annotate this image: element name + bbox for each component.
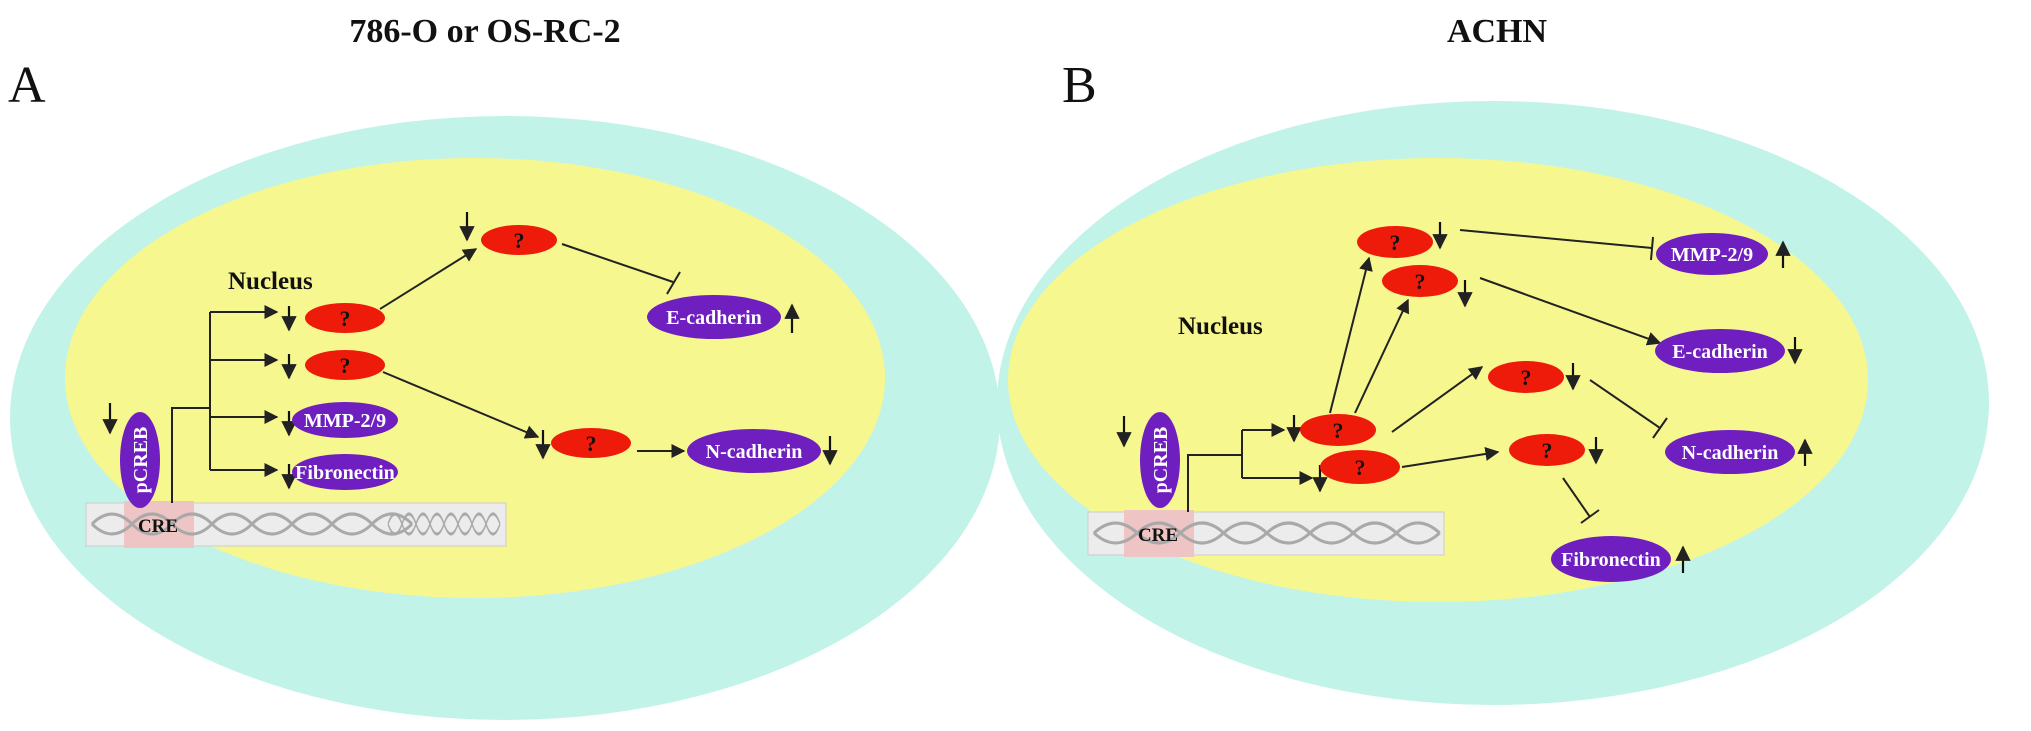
panel-a-mmp-label: MMP-2/9 [304,410,386,432]
panel-b-unknown-node-6 [1509,434,1585,466]
panel-a-nucleus-label: Nucleus [228,268,313,295]
panel-b-unknown-label-5: ? [1521,365,1532,390]
panel-a-unknown-label-1: ? [340,306,351,331]
panel-b-inhibit-line-mmp [1459,229,1653,249]
panel-b-cre-label: CRE [1138,525,1178,546]
panel-a-pcreb-label: pCREB [130,427,152,494]
panel-a-ecadherin-node [647,295,781,339]
panel-b-title: ACHN [1447,13,1548,50]
panel-a-title: 786-O or OS-RC-2 [349,13,620,50]
panel-b-unknown-label-6: ? [1542,438,1553,463]
panel-b-arrow-q1-q5 [1391,366,1484,433]
panel-b-inhibit-line-ncad [1589,379,1661,429]
panel-b: ACHN B Nucleus CRE pCREB ? ? [997,13,1989,705]
panel-b-arrow-q1-q4 [1354,298,1409,414]
panel-b-mmp-label: MMP-2/9 [1671,244,1753,266]
panel-a-unknown-label-4: ? [586,431,597,456]
panel-b-unknown-label-3: ? [1390,230,1401,255]
panel-b-fibronectin-label: Fibronectin [1561,549,1661,571]
panel-b-unknown-label-2: ? [1355,455,1366,480]
panel-a-pcreb-node [120,412,160,508]
panel-b-pcreb-node [1140,412,1180,508]
panel-b-unknown-label-1: ? [1333,418,1344,443]
panel-b-mmp-node [1656,233,1768,275]
panel-a-fibronectin-label: Fibronectin [295,462,395,484]
panel-a-unknown-node-3 [481,225,557,255]
panel-a-unknown-label-2: ? [340,353,351,378]
panel-b-arrow-q1-q3 [1329,256,1373,414]
panel-a: 786-O or OS-RC-2 A Nucleus CRE pCREB [8,13,1000,720]
panel-a-branch-lines [171,305,279,503]
panel-b-unknown-node-1 [1300,414,1376,446]
panel-b-unknown-node-5 [1488,361,1564,393]
panel-b-unknown-node-3 [1357,226,1433,258]
panel-b-unknown-node-4 [1382,265,1458,297]
panel-b-inhibit-bar-ncad [1652,417,1668,439]
panel-a-nucleus [65,158,885,598]
panel-b-ecadherin-label: E-cadherin [1672,341,1768,363]
panel-b-pcreb-label: pCREB [1150,427,1172,494]
panel-b-inhibit-line-fibronectin [1562,477,1591,518]
panel-b-ncadherin-label: N-cadherin [1682,442,1779,464]
panel-a-unknown-node-4 [551,428,631,458]
panel-a-dna: CRE [85,501,507,548]
panel-a-letter: A [8,57,46,114]
panel-b-fibronectin-node [1551,536,1671,582]
panel-b-ecadherin-node [1655,329,1785,373]
panel-a-ncadherin-label: N-cadherin [706,441,803,463]
panel-b-dna: CRE [1087,510,1445,557]
panel-a-fibronectin-node [292,454,398,490]
panel-a-cre-highlight [124,501,194,548]
panel-b-ncadherin-node [1665,430,1795,474]
panel-a-cre-label: CRE [138,516,178,537]
panel-a-ncadherin-node [687,429,821,473]
panel-a-unknown-node-1 [305,303,385,333]
panel-b-nucleus-label: Nucleus [1178,313,1263,340]
panel-a-ecadherin-label: E-cadherin [666,307,762,329]
panel-a-unknown-label-3: ? [514,228,525,253]
panel-a-unknown-node-2 [305,350,385,380]
panel-a-arrow-q1-q3 [379,248,478,310]
panel-b-arrow-q4-ecad [1479,277,1662,346]
panel-a-inhibit-bar-ecad [666,271,681,295]
panel-a-arrow-q2-q4 [382,371,540,439]
panel-b-inhibit-bar-mmp [1650,236,1654,261]
panel-b-letter: B [1062,57,1097,114]
panel-a-inhibit-line-ecad [561,243,674,283]
panel-b-inhibit-bar-fibronectin [1580,509,1600,524]
panel-b-branch-lines [1187,423,1314,512]
panel-b-unknown-node-2 [1320,450,1400,484]
panel-b-nucleus [1008,158,1868,602]
panel-b-unknown-label-4: ? [1415,269,1426,294]
panel-a-mmp-node [292,402,398,438]
panel-b-arrow-q2-q6 [1401,447,1500,468]
